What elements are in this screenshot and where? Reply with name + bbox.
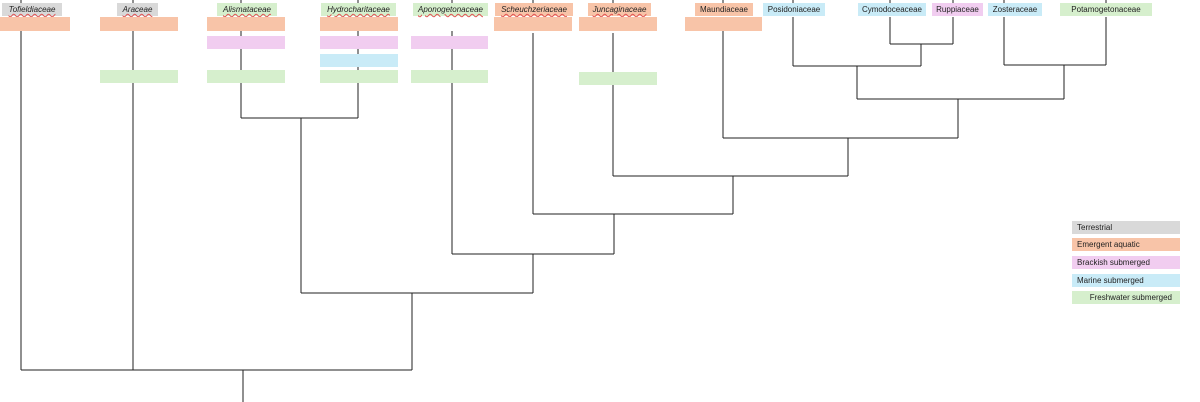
taxon-label: Cymodoceaceae — [858, 3, 926, 16]
habitat-bar-emergent — [0, 17, 70, 31]
legend-item-freshwater: Freshwater submerged — [1072, 291, 1180, 304]
legend-item-terrestrial: Terrestrial — [1072, 221, 1180, 234]
habitat-bar-emergent — [685, 17, 762, 31]
legend-item-brackish: Brackish submerged — [1072, 256, 1180, 269]
legend-item-emergent: Emergent aquatic — [1072, 238, 1180, 251]
habitat-bar-brackish — [320, 36, 398, 49]
habitat-bar-brackish — [207, 36, 285, 49]
taxon-label: Hydrocharitaceae — [321, 3, 396, 16]
taxon-label: Scheuchzeriaceae — [495, 3, 573, 16]
taxon-label: Maundiaceae — [695, 3, 753, 16]
taxon-label: Alismataceae — [217, 3, 277, 16]
taxon-label: Araceae — [117, 3, 158, 16]
taxon-label: Tofieldiaceae — [2, 3, 62, 16]
habitat-bar-brackish — [411, 36, 488, 49]
habitat-bar-marine — [320, 54, 398, 67]
legend-item-marine: Marine submerged — [1072, 274, 1180, 287]
taxon-label: Posidoniaceae — [763, 3, 825, 16]
habitat-bar-emergent — [207, 17, 285, 31]
taxon-label: Potamogetonaceae — [1060, 3, 1152, 16]
habitat-bar-emergent — [320, 17, 398, 31]
habitat-bar-freshwater — [411, 70, 488, 83]
taxon-label: Zosteraceae — [988, 3, 1042, 16]
habitat-bar-emergent — [100, 17, 178, 31]
habitat-bar-emergent — [579, 17, 657, 31]
habitat-bar-freshwater — [579, 72, 657, 85]
taxon-label: Aponogetonaceae — [413, 3, 488, 16]
habitat-bar-emergent — [494, 17, 572, 31]
taxon-label: Juncaginaceae — [588, 3, 651, 16]
taxon-label: Ruppiaceae — [932, 3, 983, 16]
habitat-bar-freshwater — [320, 70, 398, 83]
habitat-bar-freshwater — [100, 70, 178, 83]
habitat-bar-freshwater — [207, 70, 285, 83]
